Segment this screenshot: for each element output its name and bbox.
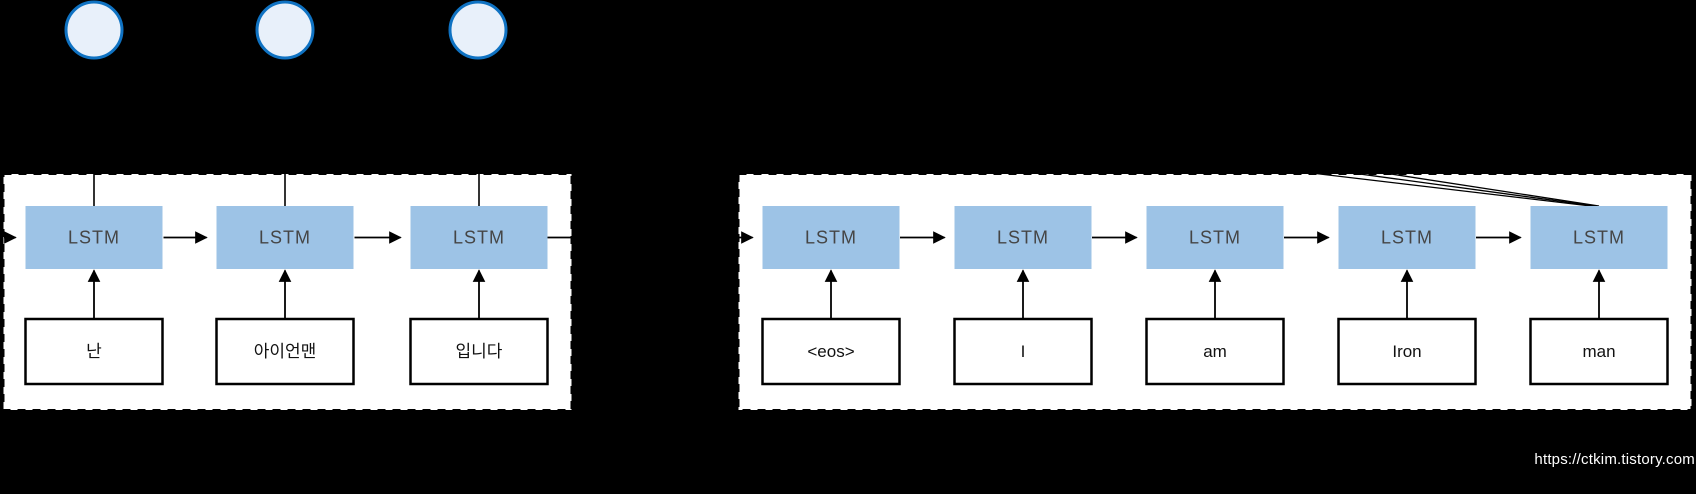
input-word-label: 난 <box>86 342 102 361</box>
decoder-cell: LSTM Iron <box>1337 206 1477 386</box>
encoder-cell: LSTM 난 <box>24 206 164 386</box>
input-word-box <box>409 317 549 386</box>
input-word-box <box>1337 317 1477 386</box>
diagonal-line <box>1234 163 1600 208</box>
encoder-output-circles <box>64 0 508 60</box>
lstm-label: LSTM <box>1573 228 1625 248</box>
input-word-label: I <box>1021 342 1026 361</box>
decoder-cell: LSTM am <box>1145 206 1285 386</box>
decoder-cell: LSTM <eos> <box>761 206 901 386</box>
input-word-box <box>215 317 355 386</box>
lstm-label: LSTM <box>1189 228 1241 248</box>
lstm-box <box>954 206 1092 269</box>
input-word-label: 입니다 <box>456 342 503 361</box>
lstm-box <box>762 206 900 269</box>
lstm-box <box>25 206 163 269</box>
lstm-label: LSTM <box>805 228 857 248</box>
output-node-circle <box>64 0 124 60</box>
diagonal-line <box>1234 149 1600 207</box>
convergence-lines <box>1234 149 1600 208</box>
lstm-box <box>1530 206 1668 269</box>
lstm-label: LSTM <box>997 228 1049 248</box>
lstm-label: LSTM <box>68 228 120 248</box>
lstm-box <box>216 206 354 269</box>
lstm-box <box>410 206 548 269</box>
decoder-cell: LSTM I <box>953 206 1093 386</box>
input-word-box <box>761 317 901 386</box>
encoder-cell: LSTM 입니다 <box>409 206 549 386</box>
lstm-label: LSTM <box>259 228 311 248</box>
input-word-label: am <box>1203 342 1227 361</box>
lstm-box <box>1146 206 1284 269</box>
decoder-cell: LSTM man <box>1529 206 1669 386</box>
output-node-circle <box>448 0 508 60</box>
output-node-circle <box>255 0 315 60</box>
input-word-box <box>1145 317 1285 386</box>
diagonal-line <box>1234 156 1600 208</box>
lstm-label: LSTM <box>453 228 505 248</box>
input-word-box <box>24 317 164 386</box>
input-word-box <box>1529 317 1669 386</box>
lstm-box <box>1338 206 1476 269</box>
watermark-url: https://ctkim.tistory.com <box>1534 451 1695 468</box>
input-word-label: 아이언맨 <box>254 342 317 361</box>
input-word-label: man <box>1582 342 1615 361</box>
input-word-box <box>953 317 1093 386</box>
lstm-label: LSTM <box>1381 228 1433 248</box>
input-word-label: Iron <box>1392 342 1421 361</box>
input-word-label: <eos> <box>807 342 854 361</box>
encoder-cell: LSTM 아이언맨 <box>215 206 355 386</box>
